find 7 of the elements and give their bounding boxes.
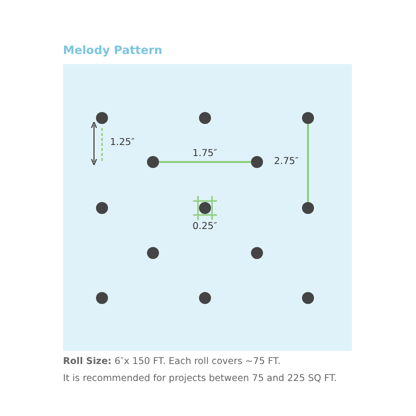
dimension-label: 1.75″ bbox=[192, 148, 218, 159]
note-text: Roll Size: 6″x 150 FT. Each roll covers ~75 FT. bbox=[63, 356, 281, 367]
title: Melody Pattern bbox=[63, 43, 162, 57]
dimension-label: 2.75″ bbox=[274, 156, 299, 167]
dimension-label: 0.25″ bbox=[192, 221, 218, 232]
note-text: It is recommended for projects between 75 and 225 SQ FT. bbox=[63, 373, 337, 384]
dimension-label: 1.25″ bbox=[110, 137, 135, 148]
